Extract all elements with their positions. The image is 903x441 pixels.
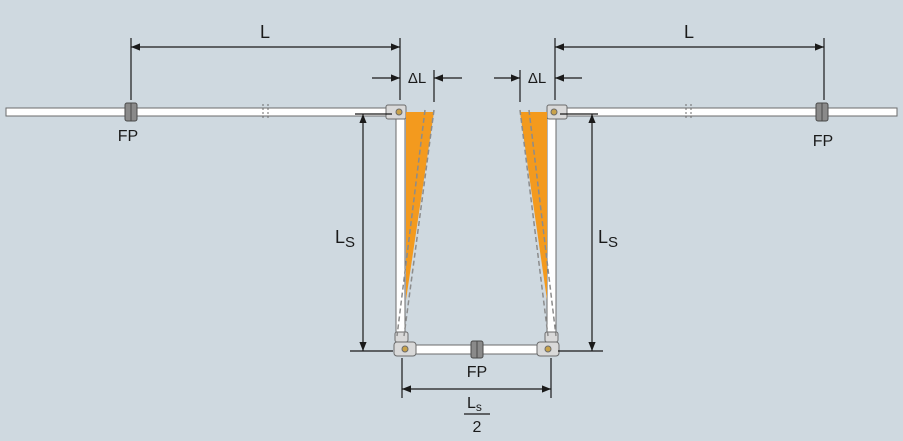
dimension-delta-l-left (372, 70, 462, 102)
right-vertical-leg (546, 115, 557, 345)
label-leg-left-sub: S (345, 234, 355, 251)
label-delta-left: ΔL (408, 70, 426, 87)
label-length-right: L (684, 22, 694, 42)
label-base-sub: s (476, 400, 482, 414)
displaced-leg-outline-left (396, 109, 435, 337)
label-base-numerator: Ls (467, 395, 482, 414)
displaced-leg-outline-right (519, 109, 557, 337)
fixed-point-left-fitting (124, 102, 138, 122)
label-leg-right-sub: S (608, 234, 618, 251)
label-fixed-point-bottom: FP (467, 364, 487, 381)
label-base-denominator: 2 (473, 419, 482, 436)
dimension-half-ls (401, 358, 552, 398)
label-length-left: L (260, 22, 270, 42)
dimension-delta-l-right (494, 70, 582, 102)
label-leg-left: LS (335, 227, 355, 251)
dimension-l-left (130, 38, 401, 100)
elbow-bottom-left (393, 331, 417, 357)
elbow-top-right (546, 104, 568, 120)
label-fixed-point-right: FP (813, 133, 833, 150)
elbow-top-left (385, 104, 407, 120)
elbow-bottom-right (536, 331, 560, 357)
label-delta-right: ΔL (528, 70, 546, 87)
dimension-ls-right (558, 113, 603, 352)
label-base-main: L (467, 395, 476, 412)
dimension-l-right (554, 38, 825, 100)
label-leg-right-main: L (598, 227, 608, 247)
label-leg-right: LS (598, 227, 618, 251)
label-leg-left-main: L (335, 227, 345, 247)
dimension-ls-left (350, 113, 393, 352)
label-fixed-point-left: FP (118, 128, 138, 145)
fixed-point-right-fitting (815, 102, 829, 122)
fixed-point-bottom-fitting (470, 340, 484, 359)
